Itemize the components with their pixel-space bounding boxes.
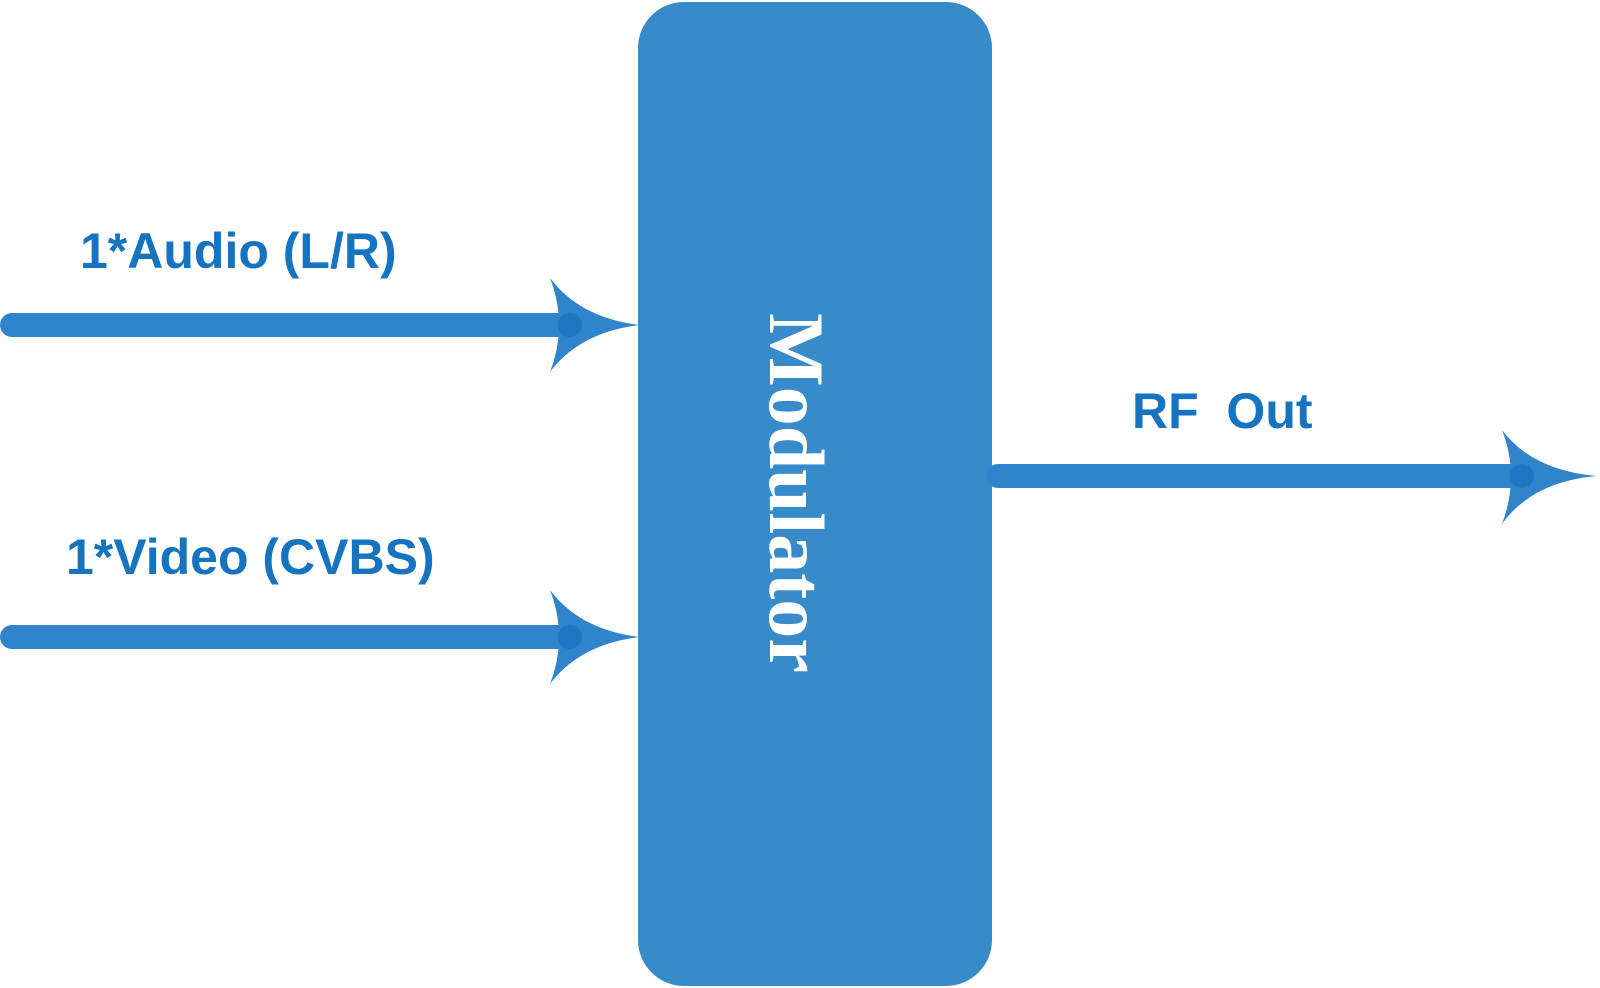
rf-output-arrow (986, 430, 1596, 524)
video-input-label: 1*Video (CVBS) (66, 529, 435, 585)
rf-arrowhead-icon (1502, 430, 1596, 524)
audio-arrowhead-icon (550, 278, 640, 372)
audio-input-label: 1*Audio (L/R) (80, 223, 397, 279)
modulator-block (638, 2, 992, 986)
audio-arrow-joint (558, 313, 582, 337)
modulator-label: Modulator (753, 313, 840, 673)
video-input-arrow (0, 590, 640, 684)
rf-arrow-joint (1510, 464, 1534, 488)
video-arrow-joint (558, 625, 582, 649)
rf-output-label: RF Out (1132, 383, 1313, 439)
video-arrowhead-icon (550, 590, 640, 684)
audio-input-arrow (0, 278, 640, 372)
